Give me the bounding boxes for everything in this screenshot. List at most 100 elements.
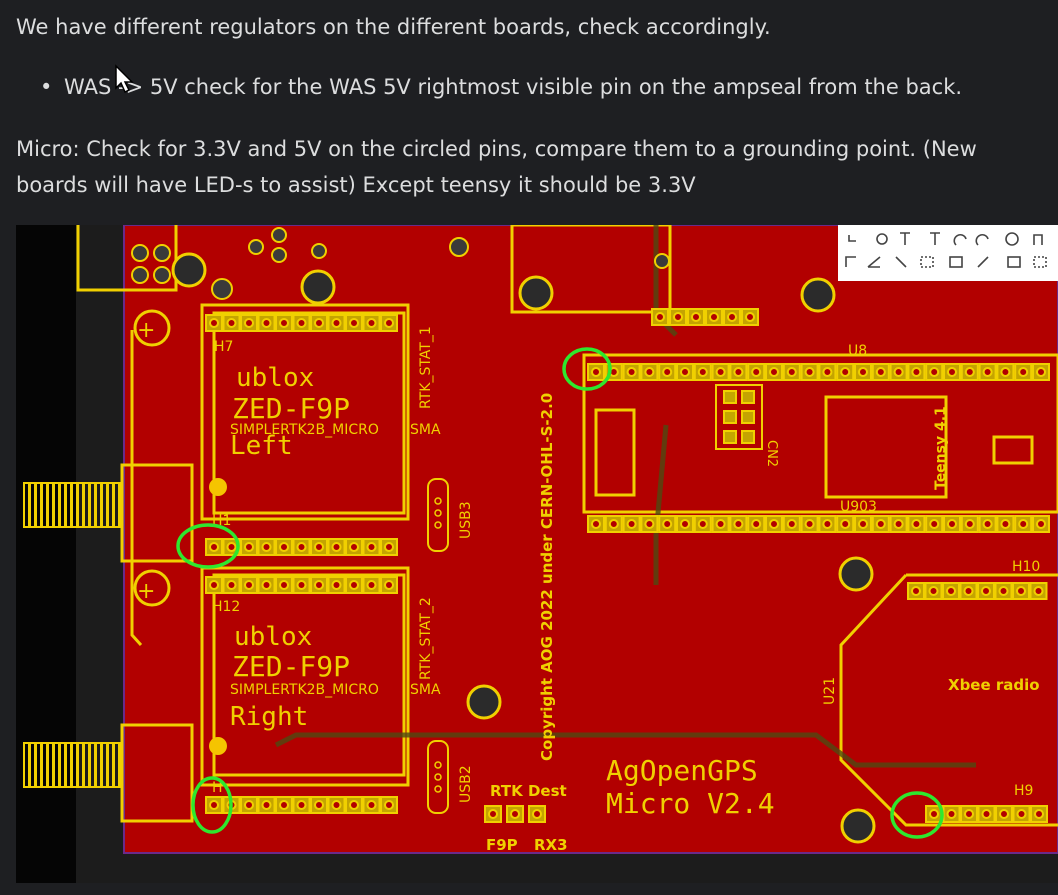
pin-hole bbox=[946, 586, 956, 596]
label-h7: H7 bbox=[214, 339, 233, 355]
pin-hole bbox=[279, 800, 289, 810]
pin-hole bbox=[769, 519, 779, 529]
label-rtk-stat-1: RTK_STAT_1 bbox=[418, 326, 434, 409]
pin-hole bbox=[733, 367, 744, 377]
pin-hole bbox=[591, 519, 601, 529]
pin-hole bbox=[655, 312, 665, 322]
pin-hole bbox=[928, 586, 939, 596]
pcb-board-image: + + H7 H12 H1 H U8 H10 H9 U903 ublox ZED… bbox=[16, 225, 1058, 883]
pin-hole bbox=[279, 318, 289, 328]
pin-hole bbox=[331, 318, 342, 328]
pin-hole bbox=[314, 318, 324, 328]
pin-hole bbox=[840, 367, 851, 377]
pin-hole bbox=[366, 800, 377, 810]
label-u903: U903 bbox=[840, 499, 877, 515]
pin-hole bbox=[875, 367, 886, 377]
label-teensy: Teensy 4.1 bbox=[933, 406, 949, 490]
simpler-top: SIMPLERTK2B_MICRO bbox=[230, 422, 379, 438]
label-cn2: CN2 bbox=[764, 440, 779, 467]
highlight-circle bbox=[191, 776, 233, 834]
pin-hole bbox=[209, 800, 219, 810]
highlight-circle bbox=[176, 523, 240, 569]
pin-hole bbox=[591, 367, 601, 377]
pin-hole bbox=[893, 367, 904, 377]
pin-hole bbox=[226, 318, 237, 328]
pin-hole bbox=[532, 809, 542, 819]
pin-hole bbox=[244, 580, 254, 590]
pin-hole bbox=[964, 519, 975, 529]
pin-hole bbox=[1016, 809, 1027, 819]
annotation-toolbar[interactable] bbox=[838, 225, 1058, 281]
pin-hole bbox=[626, 519, 637, 529]
pin-hole bbox=[963, 586, 974, 596]
pin-hole bbox=[697, 367, 708, 377]
pin-hole bbox=[261, 800, 272, 810]
pin-hole bbox=[751, 367, 762, 377]
pin-hole bbox=[1036, 367, 1046, 377]
label-h12: H12 bbox=[212, 599, 240, 615]
label-h-lower: H bbox=[212, 780, 223, 796]
pin-hole bbox=[366, 318, 377, 328]
intro-text: We have different regulators on the diff… bbox=[16, 15, 771, 39]
pin-hole bbox=[911, 519, 922, 529]
label-rx3: RX3 bbox=[534, 836, 568, 854]
pin-hole bbox=[709, 312, 719, 322]
pin-hole bbox=[858, 367, 868, 377]
pin-hole bbox=[626, 367, 637, 377]
pin-hole bbox=[296, 318, 307, 328]
pin-hole bbox=[1018, 367, 1029, 377]
pin-hole bbox=[691, 312, 701, 322]
pin-hole bbox=[875, 519, 886, 529]
pin-hole bbox=[804, 519, 815, 529]
pin-hole bbox=[608, 519, 619, 529]
label-usb2: USB2 bbox=[458, 765, 474, 803]
pin-hole bbox=[1018, 519, 1029, 529]
pin-hole bbox=[751, 519, 762, 529]
pin-hole bbox=[384, 542, 394, 552]
label-rtk-stat-2: RTK_STAT_2 bbox=[418, 597, 434, 680]
pin-hole bbox=[331, 542, 342, 552]
ublox-top: ublox bbox=[236, 363, 314, 393]
pin-hole bbox=[644, 367, 655, 377]
pin-hole bbox=[822, 367, 833, 377]
pin-hole bbox=[680, 519, 690, 529]
pin-hole bbox=[244, 318, 254, 328]
pin-hole bbox=[384, 318, 394, 328]
label-u8: U8 bbox=[848, 343, 867, 359]
pin-hole bbox=[296, 800, 307, 810]
pin-hole bbox=[296, 580, 307, 590]
pin-hole bbox=[911, 586, 921, 596]
pin-hole bbox=[929, 367, 940, 377]
pin-hole bbox=[384, 580, 394, 590]
pin-hole bbox=[929, 519, 940, 529]
pin-hole bbox=[662, 367, 673, 377]
pin-hole bbox=[384, 800, 394, 810]
pin-hole bbox=[209, 580, 219, 590]
pin-hole bbox=[314, 542, 324, 552]
pin-hole bbox=[715, 519, 726, 529]
pin-hole bbox=[804, 367, 815, 377]
sma-bottom: SMA bbox=[410, 682, 441, 698]
mouse-cursor-icon bbox=[115, 64, 134, 94]
pin-hole bbox=[644, 519, 655, 529]
pin-hole bbox=[331, 800, 342, 810]
simpler-bottom: SIMPLERTK2B_MICRO bbox=[230, 682, 379, 698]
pin-hole bbox=[349, 542, 359, 552]
label-f9p: F9P bbox=[486, 836, 518, 854]
pin-hole bbox=[366, 580, 377, 590]
pin-hole bbox=[697, 519, 708, 529]
pin-hole bbox=[858, 519, 868, 529]
pin-hole bbox=[1016, 586, 1026, 596]
pin-hole bbox=[745, 312, 755, 322]
pin-hole bbox=[261, 580, 272, 590]
pin-hole bbox=[244, 542, 254, 552]
pin-hole bbox=[998, 586, 1009, 596]
pin-hole bbox=[279, 580, 289, 590]
micro-instructions: Micro: Check for 3.3V and 5V on the circ… bbox=[16, 137, 977, 197]
pin-hole bbox=[331, 580, 342, 590]
pin-hole bbox=[929, 809, 939, 819]
label-usb3: USB3 bbox=[458, 501, 474, 539]
zed-bottom: ZED-F9P bbox=[232, 650, 350, 683]
label-right: Right bbox=[230, 702, 308, 732]
pin-hole bbox=[510, 809, 520, 819]
